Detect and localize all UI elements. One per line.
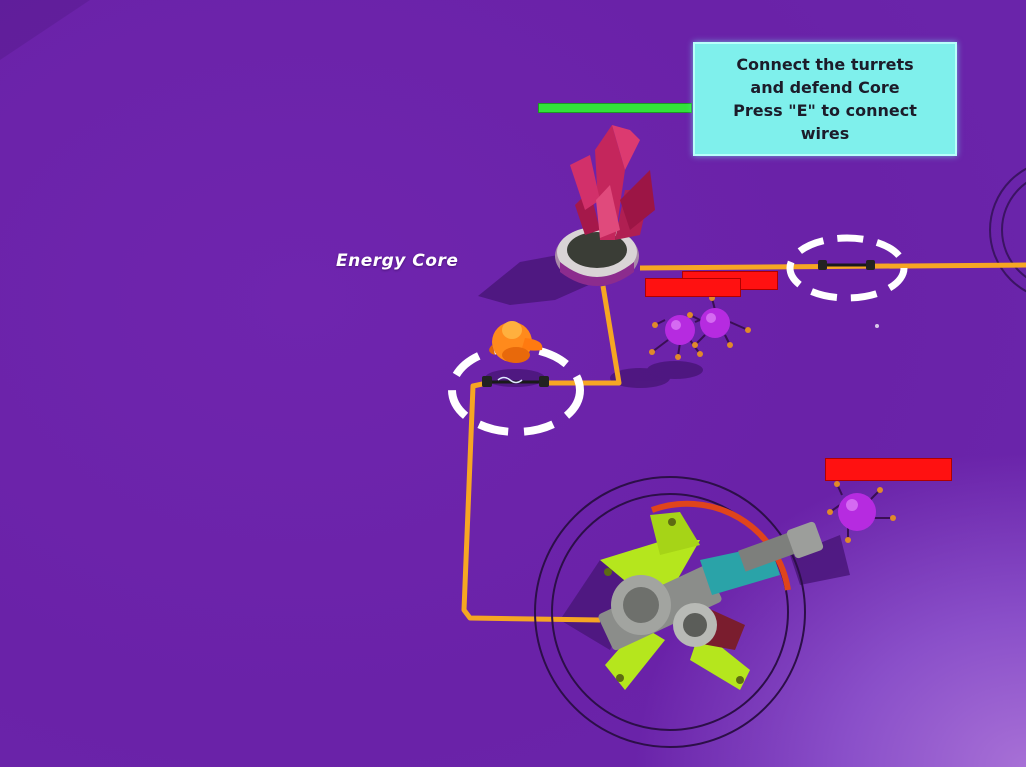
enemy-bug-3[interactable]	[827, 481, 896, 543]
wire-core-to-socket	[545, 285, 622, 386]
enemy-health-bar	[825, 458, 952, 481]
enemy-health-bar	[645, 278, 741, 297]
objective-line: Press "E" to connect	[733, 101, 917, 120]
enemy-bug-1[interactable]	[649, 315, 708, 360]
laser-turret[interactable]	[597, 512, 824, 690]
energy-core-label: Energy Core	[336, 251, 459, 271]
player-character[interactable]	[489, 321, 543, 363]
objective-line: and defend Core	[750, 78, 900, 97]
energy-crystal	[570, 125, 655, 240]
objective-hint-panel: Connect the turrets and defend Core Pres…	[693, 42, 957, 156]
objective-line: Connect the turrets	[736, 55, 914, 74]
objective-hint-text: Connect the turrets and defend Core Pres…	[715, 53, 935, 145]
objective-line: wires	[800, 124, 850, 143]
offscreen-turret-ring	[989, 167, 1026, 293]
core-health-bar	[538, 103, 692, 113]
wire-socket-right[interactable]	[786, 234, 908, 302]
wire-socket-to-turret	[461, 380, 601, 623]
spark-particle	[875, 324, 879, 328]
arena-edge	[0, 0, 90, 60]
energy-core[interactable]	[555, 125, 655, 286]
turret-range-ring	[534, 476, 806, 748]
enemy-bug-2[interactable]	[687, 295, 751, 348]
